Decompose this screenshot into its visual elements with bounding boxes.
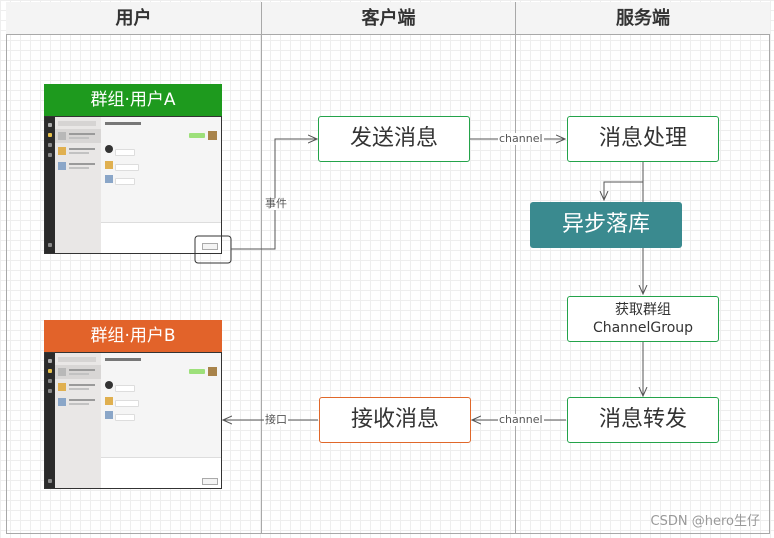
chat-window-thumbnail-b xyxy=(44,352,222,489)
chat-nav-bar xyxy=(45,353,55,488)
send-button-highlight xyxy=(194,235,232,264)
edge-label-interface: 接口 xyxy=(264,413,288,426)
chat-main-area xyxy=(101,353,221,488)
node-message-processing: 消息处理 xyxy=(567,116,719,162)
node-message-forward: 消息转发 xyxy=(567,397,719,443)
chat-block-user-a: 群组·用户A xyxy=(44,84,222,254)
node-get-channel-group-line1: 获取群组 xyxy=(615,302,671,318)
node-receive-message: 接收消息 xyxy=(319,397,471,443)
chat-nav-bar xyxy=(45,117,55,253)
lane-title-client: 客户端 xyxy=(361,8,416,29)
chat-label-user-a: 群组·用户A xyxy=(44,84,222,116)
chat-list xyxy=(55,117,101,253)
lane-title-server: 服务端 xyxy=(616,8,670,29)
edge-label-channel-bottom: channel xyxy=(498,413,544,426)
chat-window-thumbnail-a xyxy=(44,116,222,254)
edge-process-to-async xyxy=(604,162,644,200)
chat-main-area xyxy=(101,117,221,253)
node-send-message: 发送消息 xyxy=(318,116,470,162)
watermark-text: CSDN @hero生仔 xyxy=(650,514,760,529)
lane-divider-2 xyxy=(515,2,516,534)
node-get-channel-group-line2: ChannelGroup xyxy=(592,320,694,336)
lane-divider-1 xyxy=(261,2,262,534)
edge-label-event: 事件 xyxy=(264,197,288,210)
lane-header-bar xyxy=(6,2,770,35)
node-get-channel-group: 获取群组 ChannelGroup xyxy=(567,296,719,342)
chat-label-user-b: 群组·用户B xyxy=(44,320,222,352)
edge-label-channel-top: channel xyxy=(498,132,544,145)
lane-title-user: 用户 xyxy=(115,8,152,29)
chat-list xyxy=(55,353,101,488)
node-async-persist: 异步落库 xyxy=(530,202,682,248)
chat-block-user-b: 群组·用户B xyxy=(44,320,222,490)
edge-event xyxy=(231,139,317,250)
